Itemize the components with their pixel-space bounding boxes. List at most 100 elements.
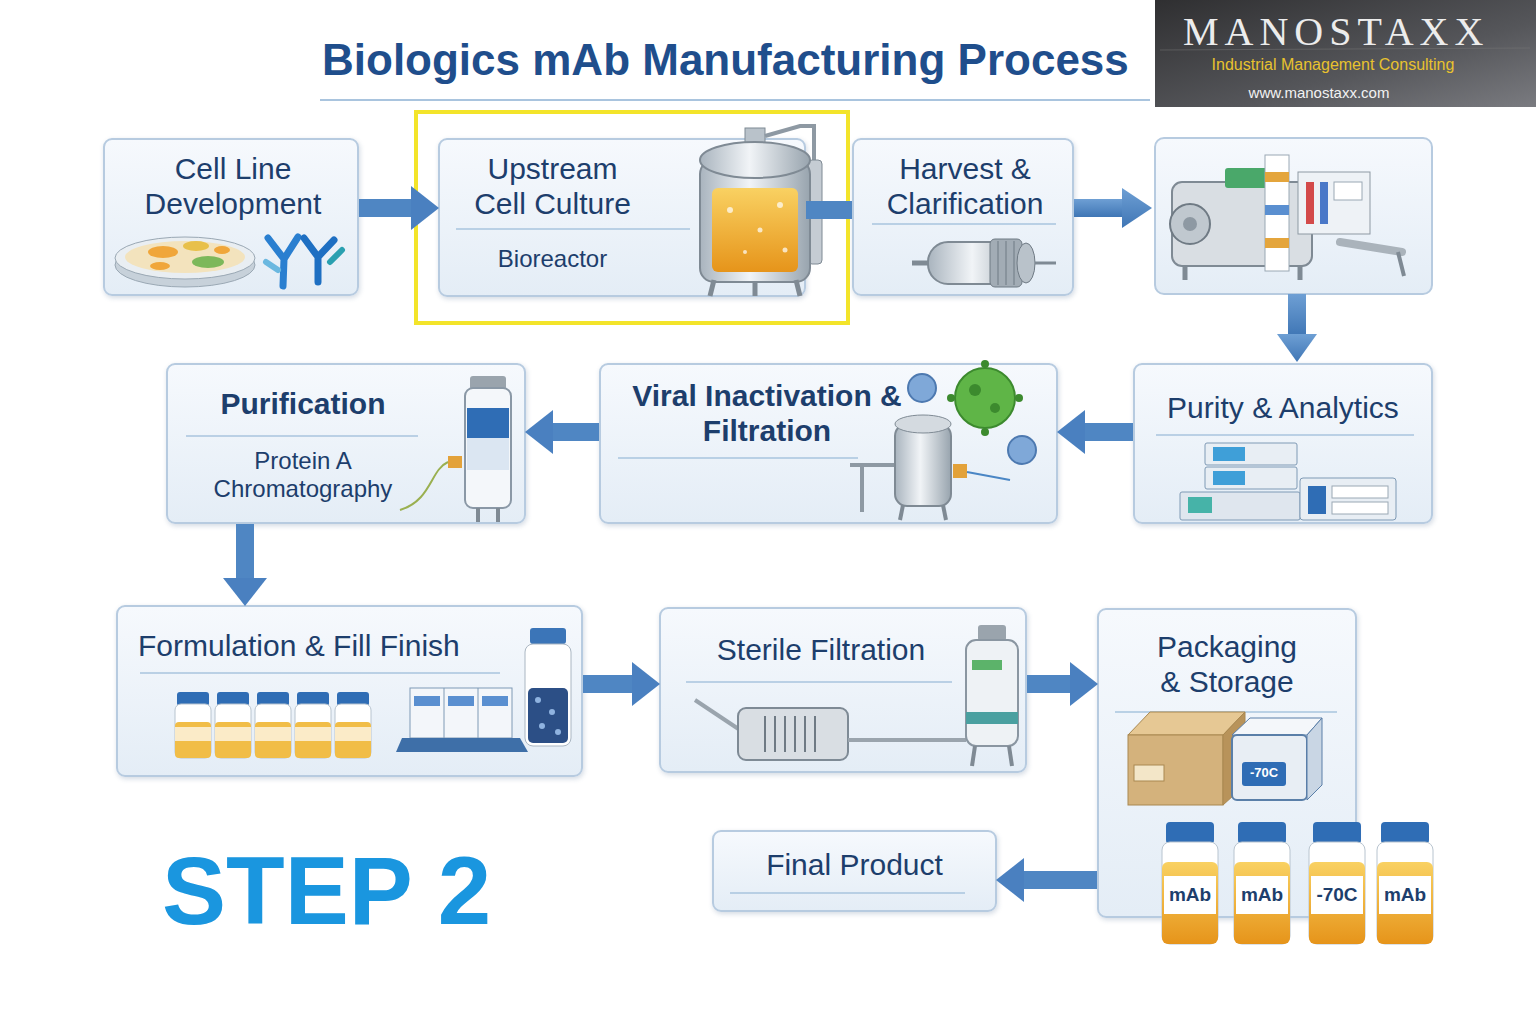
flow-arrow bbox=[359, 199, 412, 217]
node-heading: Final Product bbox=[714, 848, 995, 883]
centrifuge-filter bbox=[912, 239, 1056, 287]
fill-tray bbox=[530, 628, 566, 644]
petri-dish bbox=[115, 237, 255, 287]
vial-row bbox=[335, 722, 371, 758]
flow-arrow bbox=[1023, 871, 1097, 889]
processing-machine bbox=[1298, 172, 1370, 234]
antibody-symbol bbox=[266, 237, 342, 286]
node-subtitle: Bioreactor bbox=[465, 245, 640, 273]
fill-tray bbox=[528, 688, 568, 743]
sterile-filter-unit bbox=[978, 625, 1006, 641]
virus-filter-illustration bbox=[967, 472, 1010, 480]
vial-row bbox=[295, 722, 331, 758]
vial-row bbox=[175, 722, 211, 758]
vial-row bbox=[255, 704, 291, 758]
bioreactor-illustration bbox=[758, 228, 763, 233]
sterile-filter-unit bbox=[695, 700, 740, 730]
product-vial bbox=[1377, 842, 1433, 944]
node-heading: Upstream Cell Culture bbox=[465, 152, 640, 221]
analytics-instruments bbox=[1332, 486, 1388, 498]
vial-row bbox=[295, 704, 331, 758]
node-heading: Harvest & Clarification bbox=[865, 152, 1065, 221]
sterile-filter-unit bbox=[695, 625, 1018, 766]
product-vial bbox=[1162, 862, 1218, 944]
virus-filter-illustration bbox=[953, 464, 967, 478]
logo-panel bbox=[1155, 0, 1536, 107]
product-vial bbox=[1309, 842, 1365, 944]
flow-arrow-shape bbox=[1074, 199, 1124, 217]
processing-machine bbox=[1170, 204, 1210, 244]
chromatography-column bbox=[467, 408, 509, 438]
analytics-instruments bbox=[1205, 443, 1297, 465]
flow-arrow-shape bbox=[1288, 294, 1306, 336]
virus-filter-illustration bbox=[850, 465, 895, 512]
product-vial bbox=[1238, 822, 1286, 844]
node-subtitle: Protein A Chromatography bbox=[188, 447, 418, 502]
processing-machine bbox=[1265, 205, 1289, 215]
title-underline bbox=[320, 99, 1150, 101]
fill-tray bbox=[478, 688, 479, 738]
product-vial bbox=[1162, 822, 1433, 944]
fill-tray bbox=[539, 723, 545, 729]
virus-filter-illustration bbox=[969, 384, 981, 396]
product-vial bbox=[1311, 876, 1363, 914]
vial-row bbox=[335, 704, 371, 758]
vial-row bbox=[255, 727, 291, 741]
virus-filter-illustration bbox=[1015, 394, 1023, 402]
flow-arrow bbox=[1084, 423, 1133, 441]
processing-machine bbox=[1265, 172, 1289, 182]
vial-row bbox=[215, 727, 251, 741]
sterile-filter-unit bbox=[738, 708, 848, 760]
antibody-symbol bbox=[330, 250, 342, 262]
processing-machine bbox=[1340, 242, 1402, 252]
virus-filter-illustration bbox=[900, 505, 903, 520]
virus-filter-illustration bbox=[908, 374, 936, 402]
divider-line bbox=[730, 892, 965, 894]
chromatography-column bbox=[400, 462, 448, 510]
bioreactor-illustration bbox=[727, 207, 733, 213]
node-heading: Sterile Filtration bbox=[691, 633, 951, 668]
vial-row bbox=[255, 722, 291, 758]
virus-filter-illustration bbox=[981, 428, 989, 436]
bioreactor-illustration bbox=[796, 280, 800, 296]
centrifuge-filter bbox=[1035, 262, 1056, 265]
process-box: Final Product bbox=[712, 830, 997, 912]
fill-tray bbox=[396, 628, 571, 752]
bioreactor-illustration bbox=[712, 188, 798, 272]
processing-machine bbox=[1170, 155, 1404, 280]
virus-filter-illustration bbox=[895, 424, 951, 506]
analytics-instruments bbox=[1332, 502, 1388, 514]
node-heading: Formulation & Fill Finish bbox=[138, 629, 558, 664]
analytics-instruments bbox=[1213, 471, 1245, 485]
fill-tray bbox=[396, 738, 528, 752]
flow-arrow bbox=[552, 423, 599, 441]
petri-dish bbox=[150, 262, 170, 270]
product-vial bbox=[1236, 876, 1288, 914]
vial-row bbox=[215, 704, 251, 758]
sterile-filter-unit bbox=[972, 746, 975, 766]
flow-arrow bbox=[583, 675, 633, 693]
petri-dish bbox=[115, 237, 255, 279]
sterile-filter-unit bbox=[784, 716, 786, 752]
chromatography-column bbox=[476, 508, 480, 522]
freezer-box bbox=[1232, 735, 1307, 800]
analytics-instruments bbox=[1300, 478, 1396, 520]
processing-machine bbox=[1265, 238, 1289, 248]
bioreactor-illustration bbox=[777, 202, 783, 208]
flow-arrow-shape bbox=[1122, 188, 1152, 228]
shipping-carton bbox=[1134, 765, 1164, 781]
centrifuge-filter bbox=[1006, 241, 1007, 285]
shipping-carton bbox=[1128, 712, 1245, 805]
analytics-instruments bbox=[1180, 443, 1396, 520]
bioreactor-illustration bbox=[743, 250, 747, 254]
processing-machine bbox=[1398, 252, 1404, 276]
petri-dish bbox=[183, 241, 209, 251]
product-vial bbox=[1234, 842, 1290, 944]
sterile-filter-unit bbox=[1009, 746, 1012, 766]
petri-dish bbox=[192, 256, 224, 268]
processing-machine bbox=[1298, 266, 1303, 280]
sterile-filter-unit bbox=[966, 712, 1018, 724]
